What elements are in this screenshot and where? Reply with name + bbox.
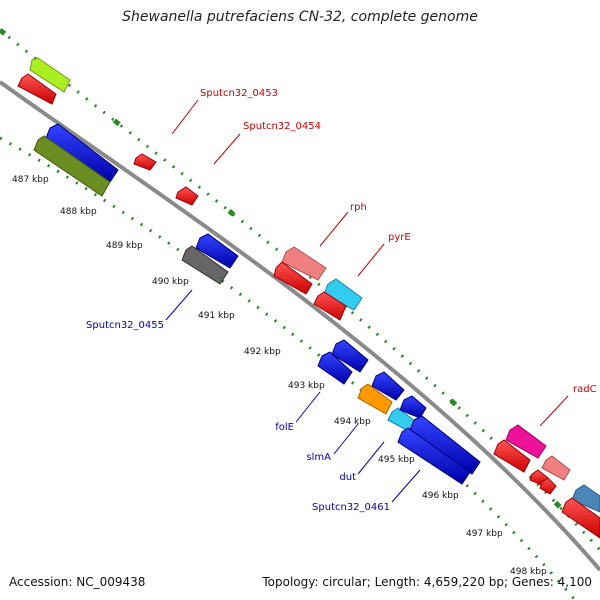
- cds-folE[interactable]: [331, 339, 369, 373]
- tick-label: 491 kbp: [198, 311, 235, 321]
- tick-label: 498 kbp: [510, 567, 547, 577]
- tick-label: 497 kbp: [466, 529, 503, 539]
- accession-text: Accession: NC_009438: [9, 575, 146, 589]
- feature-red-1[interactable]: [17, 73, 57, 105]
- tick-label: 489 kbp: [106, 241, 143, 251]
- feature-gray-0455[interactable]: [181, 245, 229, 285]
- feature-red-radC[interactable]: [493, 439, 531, 473]
- feature-red-small2-radC[interactable]: [539, 477, 557, 495]
- tick-label: 496 kbp: [422, 491, 459, 501]
- cds-slmA-orange[interactable]: [357, 383, 393, 415]
- cds-Sputcn32_0453[interactable]: [133, 153, 157, 171]
- feature-yellowgreen[interactable]: [29, 57, 71, 93]
- label-Sputcn32_0455[interactable]: Sputcn32_0455: [86, 320, 164, 331]
- feature-red-rph[interactable]: [273, 261, 313, 295]
- label-slmA[interactable]: slmA: [306, 452, 331, 463]
- cds-Sputcn32_0455[interactable]: [195, 233, 239, 269]
- reverse-blocks: [33, 123, 481, 485]
- genome-summary-text: Topology: circular; Length: 4,659,220 bp…: [262, 575, 592, 589]
- feature-red-edge[interactable]: [561, 497, 600, 539]
- cds-rph[interactable]: [281, 246, 327, 281]
- label-dut[interactable]: dut: [339, 472, 356, 483]
- cds-radC[interactable]: [505, 424, 547, 459]
- label-folE[interactable]: folE: [275, 422, 294, 433]
- forward-labels: Sputcn32_0453 Sputcn32_0454 rph pyrE rad…: [200, 88, 597, 395]
- cds-slmA-blue[interactable]: [371, 371, 405, 401]
- feature-olive-487[interactable]: [33, 135, 111, 197]
- cds-Sputcn32_0461[interactable]: [409, 415, 481, 475]
- reverse-labels: Sputcn32_0455 folE slmA dut Sputcn32_046…: [86, 320, 390, 513]
- feature-blue-0461-2[interactable]: [397, 427, 471, 485]
- tick-label: 495 kbp: [378, 455, 415, 465]
- label-Sputcn32_0461[interactable]: Sputcn32_0461: [312, 502, 390, 513]
- kbp-ticks: 487 kbp 488 kbp 489 kbp 490 kbp 491 kbp …: [12, 175, 547, 577]
- label-radC[interactable]: radC: [573, 384, 597, 395]
- tick-label: 492 kbp: [244, 347, 281, 357]
- feature-blue-folE-2[interactable]: [317, 351, 353, 385]
- label-Sputcn32_0454[interactable]: Sputcn32_0454: [243, 121, 321, 132]
- label-pyrE[interactable]: pyrE: [388, 232, 411, 243]
- tick-label: 494 kbp: [334, 417, 371, 427]
- label-Sputcn32_0453[interactable]: Sputcn32_0453: [200, 88, 278, 99]
- cds-dut-blue[interactable]: [399, 395, 427, 419]
- feature-lightred-radC[interactable]: [541, 455, 571, 481]
- label-rph[interactable]: rph: [350, 202, 367, 213]
- feature-blocks: [17, 57, 600, 539]
- map-title: Shewanella putrefaciens CN-32, complete …: [122, 9, 478, 25]
- tick-label: 493 kbp: [288, 381, 325, 391]
- feature-blue-487[interactable]: [45, 123, 119, 183]
- tick-label: 488 kbp: [60, 207, 97, 217]
- tick-label: 487 kbp: [12, 175, 49, 185]
- leader-lines: [165, 99, 569, 503]
- genome-backbone: [0, 80, 600, 572]
- tick-label: 490 kbp: [152, 277, 189, 287]
- cds-Sputcn32_0454[interactable]: [175, 186, 199, 206]
- feature-red-pyrE[interactable]: [313, 291, 347, 321]
